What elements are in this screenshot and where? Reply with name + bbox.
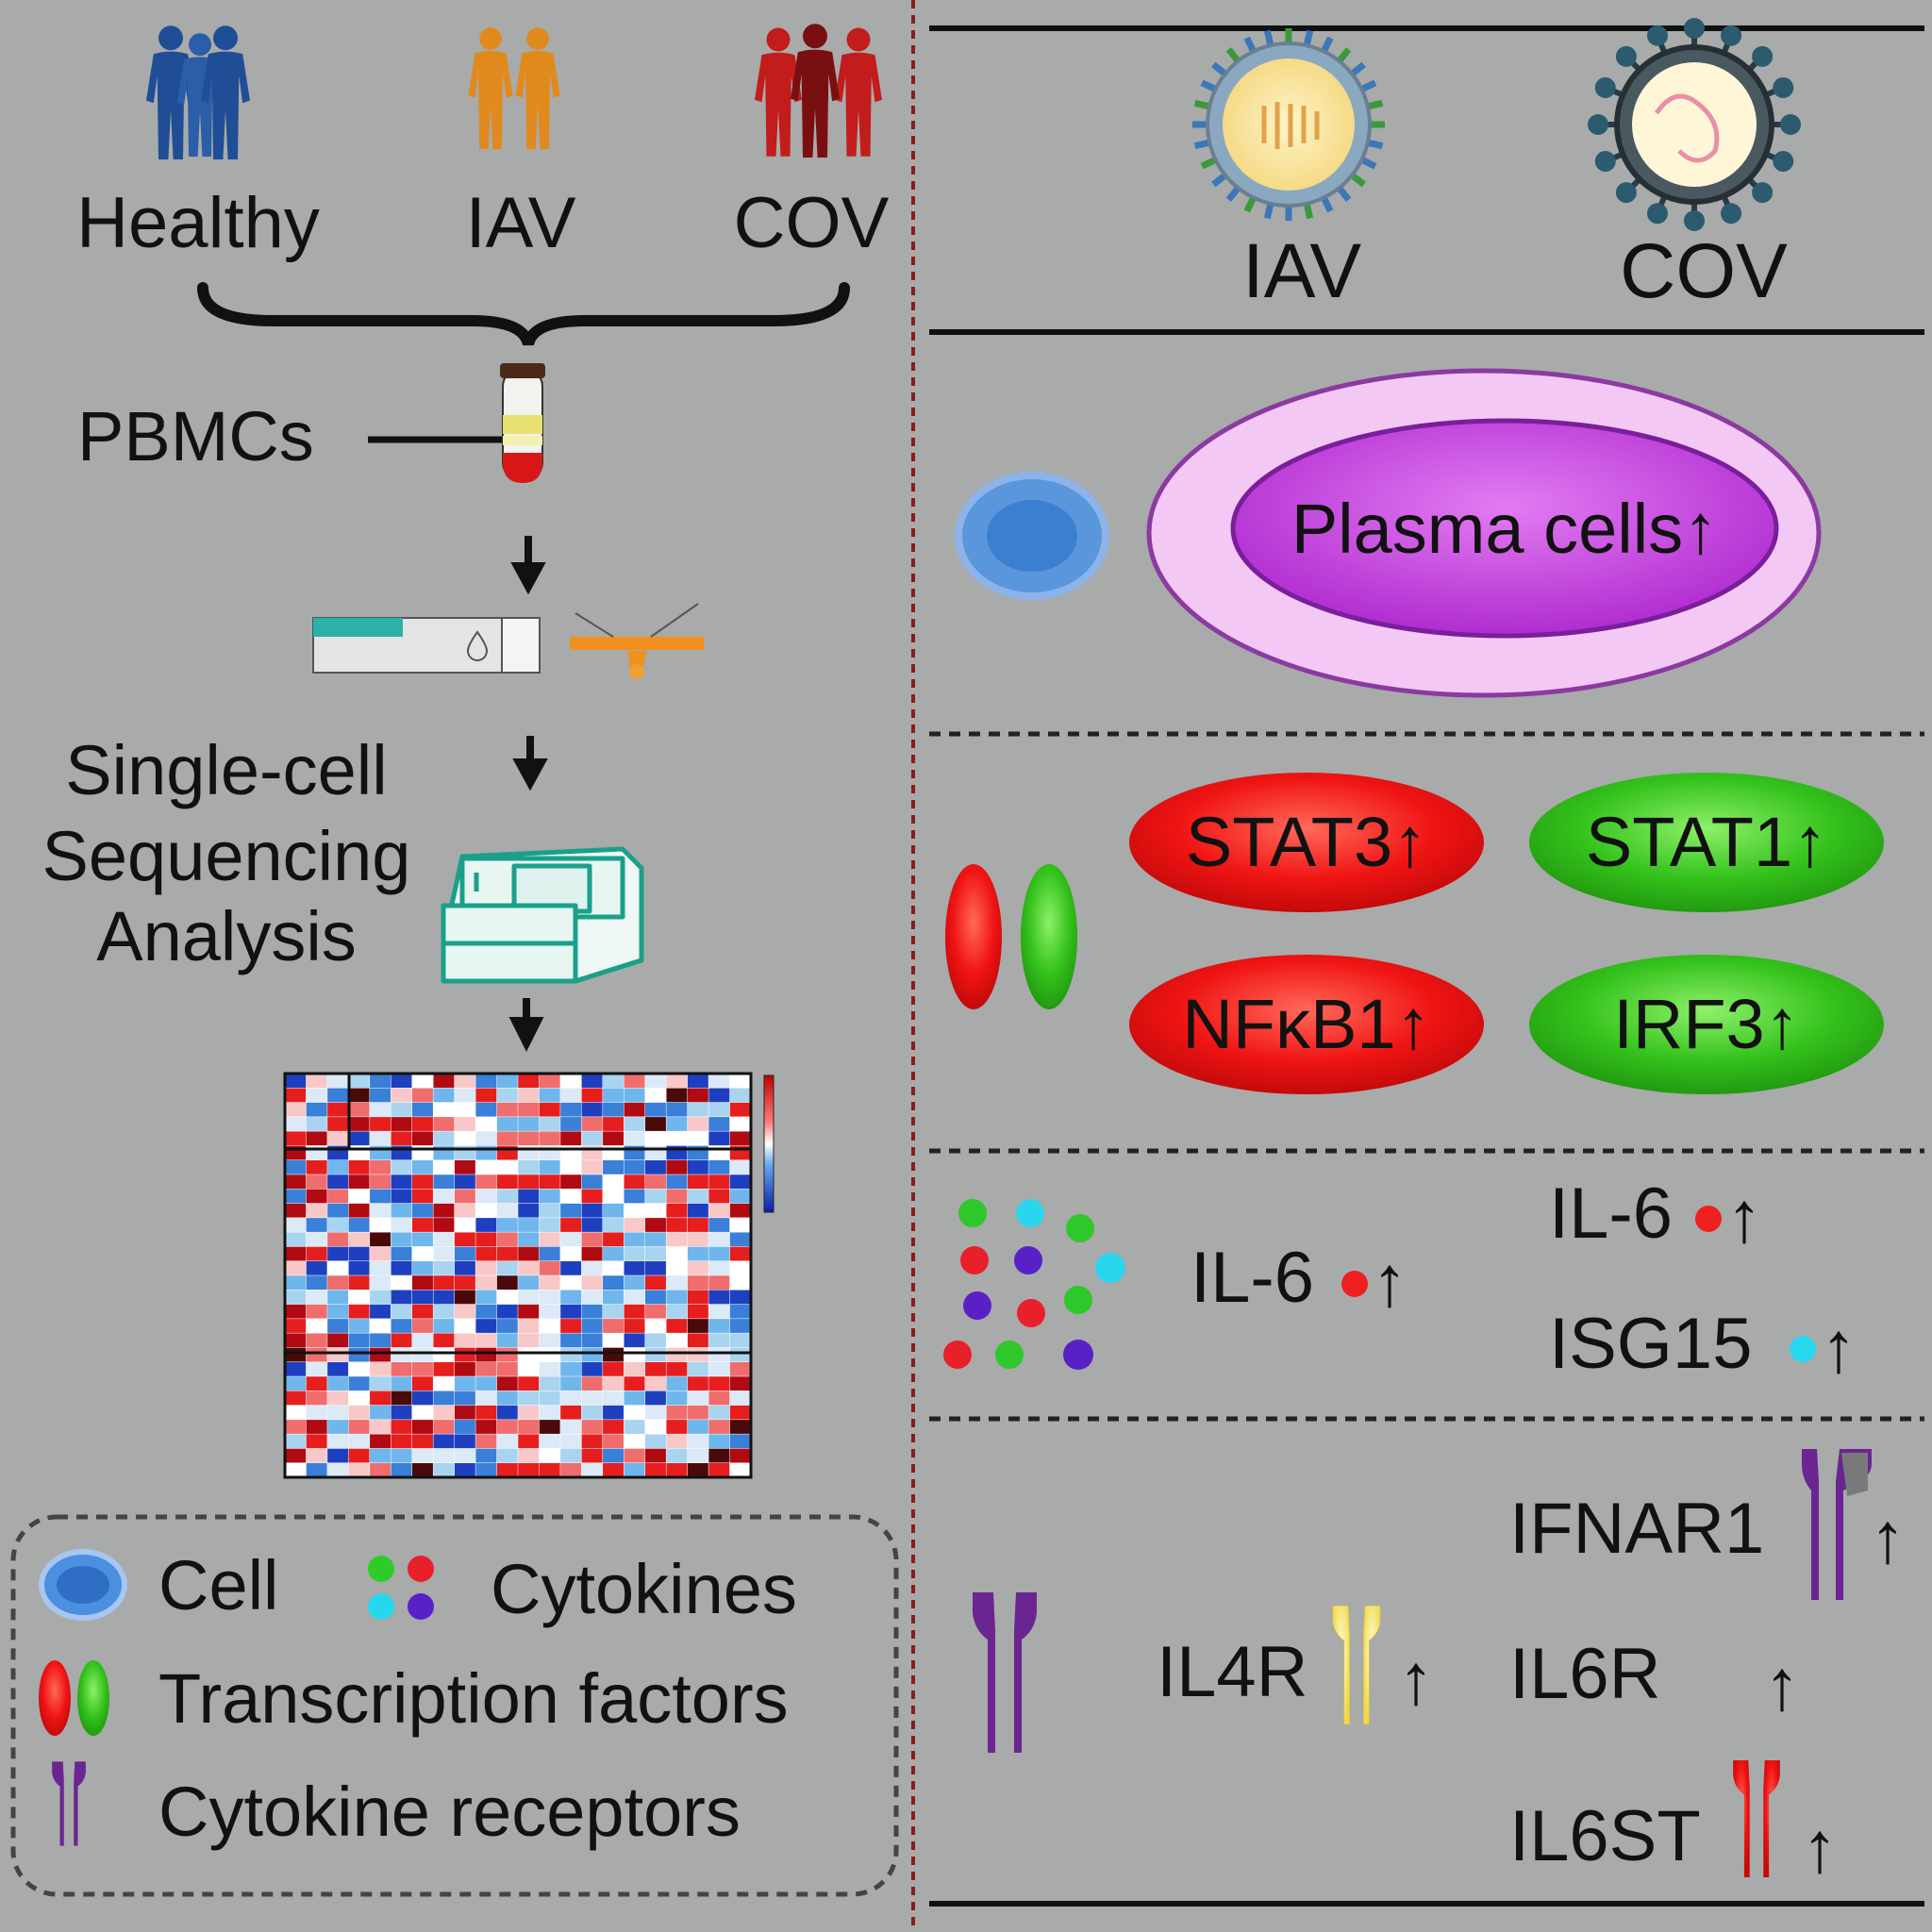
healthy-people-icon (146, 25, 250, 159)
method-line-1: Single-cell (65, 731, 387, 809)
flow-arrow-3 (508, 998, 544, 1052)
test-tube-icon (500, 363, 545, 483)
il6-cov-dot (1695, 1206, 1722, 1232)
flow-arrow-1 (510, 536, 546, 595)
tf-red-icon (945, 864, 1002, 1009)
coronavirus-icon (1588, 18, 1801, 231)
stat3-oval (1129, 773, 1484, 912)
plasma-cell-nucleus (1230, 418, 1779, 639)
ifnar1-receptor-icon (1802, 1449, 1872, 1600)
virus-label-iav: IAV (1242, 228, 1361, 314)
il6-iav-label: IL-6 (1191, 1238, 1314, 1318)
pipette-icon (570, 603, 704, 679)
sample-label: PBMCs (77, 397, 314, 475)
nfkb1-oval (1129, 955, 1484, 1094)
legend-cytokines-label: Cytokines (491, 1550, 797, 1628)
il6-iav-dot (1341, 1271, 1368, 1297)
microfluidic-chip-icon (312, 617, 541, 674)
method-line-3: Analysis (96, 897, 357, 975)
ifnar1-arrow: ↑ (1870, 1498, 1906, 1578)
irf3-oval (1529, 955, 1884, 1094)
plasma-label: Plasma cells↑ (1291, 490, 1718, 568)
legend-tf-label: Transcription factors (158, 1659, 789, 1738)
irf3-label: IRF3↑ (1613, 985, 1799, 1063)
stat1-label: STAT1↑ (1586, 803, 1827, 881)
ifnar1-label: IFNAR1 (1509, 1489, 1764, 1569)
isg15-arrow: ↑ (1821, 1307, 1857, 1388)
iav-people-icon (468, 27, 560, 149)
il4r-label: IL4R (1157, 1632, 1308, 1712)
il4r-arrow: ↑ (1398, 1640, 1434, 1720)
il6-cov-label: IL-6 (1549, 1174, 1673, 1254)
flow-arrow-2 (512, 736, 548, 791)
influenza-virus-icon (1192, 28, 1385, 221)
virus-label-cov: COV (1620, 228, 1788, 314)
nfkb1-label: NFκB1↑ (1182, 985, 1430, 1063)
il6st-label: IL6ST (1509, 1796, 1701, 1876)
group-label-iav: IAV (466, 183, 576, 263)
legend-receptors-label: Cytokine receptors (158, 1773, 741, 1851)
legend-receptor-icon (52, 1761, 86, 1846)
isg15-dot (1790, 1336, 1816, 1362)
method-line-2: Sequencing (42, 817, 411, 895)
legend-box (10, 1514, 899, 1897)
cov-people-icon (755, 24, 882, 158)
tf-green-icon (1021, 864, 1077, 1009)
stat1-oval (1529, 773, 1884, 912)
il6r-label: IL6R (1509, 1634, 1661, 1714)
il6st-arrow: ↑ (1802, 1807, 1838, 1888)
sequencer-icon (441, 846, 644, 984)
group-brace (197, 282, 850, 346)
legend-tf-icon (39, 1660, 109, 1736)
il6-iav-arrow: ↑ (1372, 1241, 1407, 1322)
receptor-section-icon (973, 1592, 1037, 1753)
il6r-arrow: ↑ (1764, 1645, 1800, 1725)
expression-heatmap (283, 1072, 753, 1479)
il6-cov-arrow: ↑ (1726, 1177, 1762, 1257)
heatmap-color-scale (763, 1074, 774, 1213)
il6st-receptor-icon (1733, 1760, 1780, 1877)
il4r-receptor-icon (1332, 1606, 1381, 1724)
group-label-cov: COV (734, 183, 890, 263)
group-label-healthy: Healthy (76, 183, 320, 263)
legend-cell-label: Cell (158, 1546, 278, 1624)
legend-cytokines-icon (368, 1556, 434, 1620)
stat3-label: STAT3↑ (1186, 803, 1427, 881)
cytokine-cluster-icon (943, 1199, 1125, 1370)
isg15-label: ISG15 (1549, 1304, 1752, 1384)
